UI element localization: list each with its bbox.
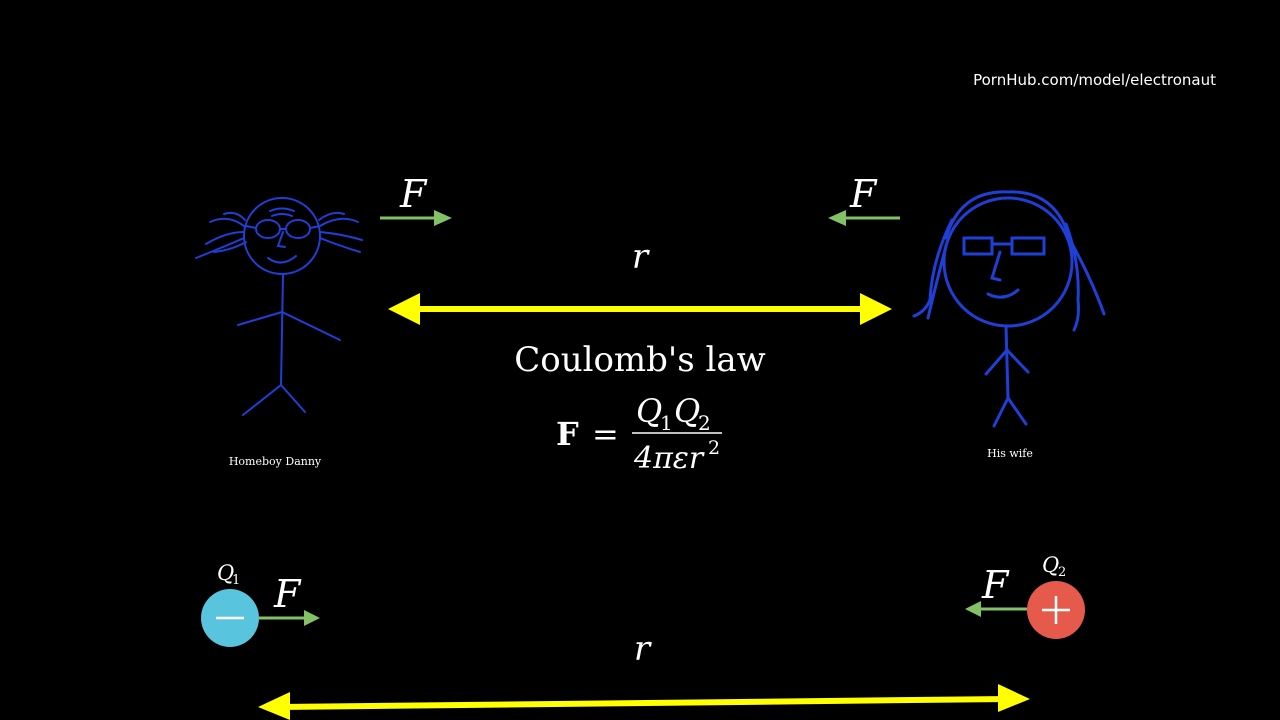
numerator-q1: Q [636, 392, 662, 430]
left-caption: Homeboy Danny [229, 455, 322, 468]
lower-distance-arrow [258, 684, 1030, 720]
numerator-q2: Q [674, 392, 700, 430]
watermark-text: PornHub.com/model/electronaut [973, 71, 1216, 89]
q1-label: Q [217, 561, 234, 585]
denominator-base: 4πεr [633, 441, 705, 476]
his-wife-figure [912, 190, 1106, 428]
q2-sub: 2 [1058, 565, 1066, 580]
left-force-label: F [399, 172, 428, 216]
lower-right-force-arrow [965, 601, 1027, 617]
right-force-label: F [849, 172, 878, 216]
positive-charge [1027, 581, 1085, 639]
denominator-exp: 2 [708, 437, 720, 459]
lower-left-force-label: F [273, 572, 302, 616]
right-force-arrow [828, 210, 900, 226]
upper-distance-arrow [388, 293, 892, 325]
plus-sign-icon [1042, 596, 1070, 624]
lower-right-force-label: F [981, 563, 1010, 607]
negative-charge [201, 589, 259, 647]
numerator-q1-sub: 1 [660, 411, 673, 435]
lower-left-force-arrow [259, 610, 320, 626]
coulomb-formula: F = Q 1 Q 2 4πεr 2 [556, 392, 722, 476]
lower-distance-label: r [634, 629, 652, 669]
upper-distance-label: r [632, 237, 650, 277]
numerator-q2-sub: 2 [698, 411, 711, 435]
q1-sub: 1 [232, 573, 240, 588]
left-force-arrow [380, 210, 452, 226]
formula-lhs: F [556, 415, 579, 453]
q2-label: Q [1042, 553, 1059, 577]
law-title: Coulomb's law [514, 340, 766, 380]
homeboy-danny-figure [195, 197, 363, 416]
formula-equals: = [592, 415, 619, 453]
right-caption: His wife [987, 447, 1033, 460]
